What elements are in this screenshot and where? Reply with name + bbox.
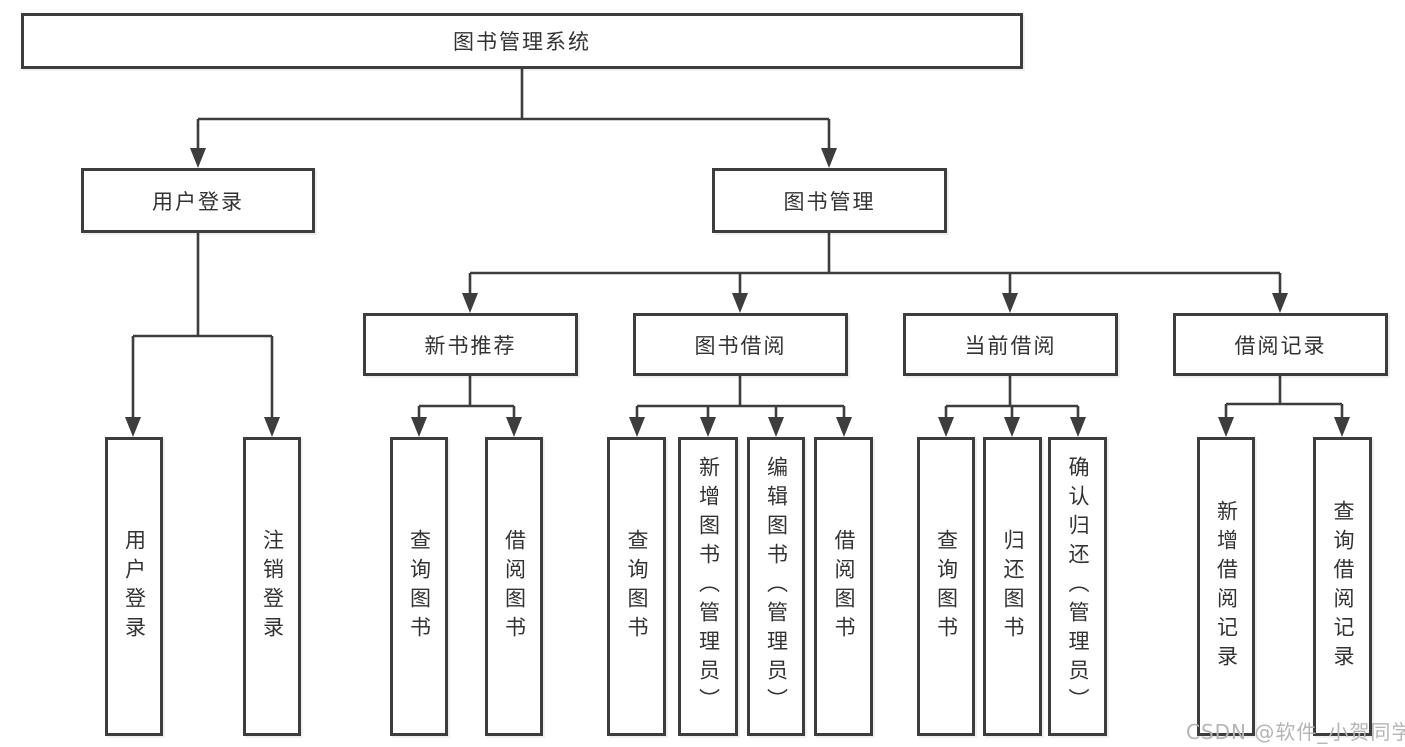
leaf-label: 查询借阅记录	[1331, 499, 1355, 674]
leaf-add-books-admin: 新增图书（管理员）	[678, 437, 738, 736]
leaf-label: 注销登录	[260, 528, 285, 645]
leaf-add-borrow-record: 新增借阅记录	[1197, 437, 1255, 736]
node-label: 借阅记录	[1234, 333, 1327, 358]
node-root-system: 图书管理系统	[21, 13, 1023, 69]
node-label: 图书管理	[783, 189, 876, 214]
leaf-label: 查询图书	[625, 528, 649, 645]
leaf-label: 新增借阅记录	[1214, 499, 1239, 674]
leaf-logout: 注销登录	[243, 437, 301, 736]
leaf-borrow-books: 借阅图书	[814, 437, 873, 736]
node-root-label: 图书管理系统	[453, 30, 591, 54]
node-book-borrow: 图书借阅	[633, 313, 848, 376]
node-book-management-branch: 图书管理	[712, 168, 947, 233]
leaf-query-books-recommend: 查询图书	[390, 437, 448, 736]
leaf-label: 查询图书	[934, 528, 959, 645]
node-label: 新书推荐	[424, 333, 517, 358]
leaf-label: 查询图书	[407, 528, 432, 645]
node-label: 当前借阅	[964, 333, 1057, 358]
leaf-query-books-borrow: 查询图书	[607, 437, 666, 736]
leaf-label: 编辑图书（管理员）	[764, 456, 789, 717]
node-current-borrow: 当前借阅	[903, 313, 1118, 376]
node-borrow-records: 借阅记录	[1173, 313, 1388, 376]
node-user-login-branch: 用户登录	[81, 168, 315, 233]
leaf-return-books: 归还图书	[983, 437, 1042, 736]
csdn-watermark: CSDN @软件_小贺同学	[1186, 720, 1405, 744]
node-label: 图书借阅	[694, 333, 787, 358]
leaf-query-books-current: 查询图书	[917, 437, 975, 736]
arrowhead-icons	[125, 148, 1350, 437]
leaf-borrow-books-recommend: 借阅图书	[485, 437, 543, 736]
leaf-label: 新增图书（管理员）	[696, 456, 721, 717]
leaf-confirm-return-admin: 确认归还（管理员）	[1048, 437, 1107, 736]
leaf-user-login: 用户登录	[105, 437, 163, 736]
node-label: 用户登录	[152, 189, 244, 214]
leaf-label: 借阅图书	[832, 528, 856, 645]
leaf-edit-books-admin: 编辑图书（管理员）	[747, 437, 805, 736]
leaf-label: 借阅图书	[502, 528, 527, 645]
leaf-query-borrow-record: 查询借阅记录	[1313, 437, 1372, 736]
leaf-label: 归还图书	[1001, 528, 1025, 645]
node-new-book-recommend: 新书推荐	[363, 313, 578, 376]
leaf-label: 确认归还（管理员）	[1066, 456, 1090, 717]
leaf-label: 用户登录	[122, 528, 147, 645]
